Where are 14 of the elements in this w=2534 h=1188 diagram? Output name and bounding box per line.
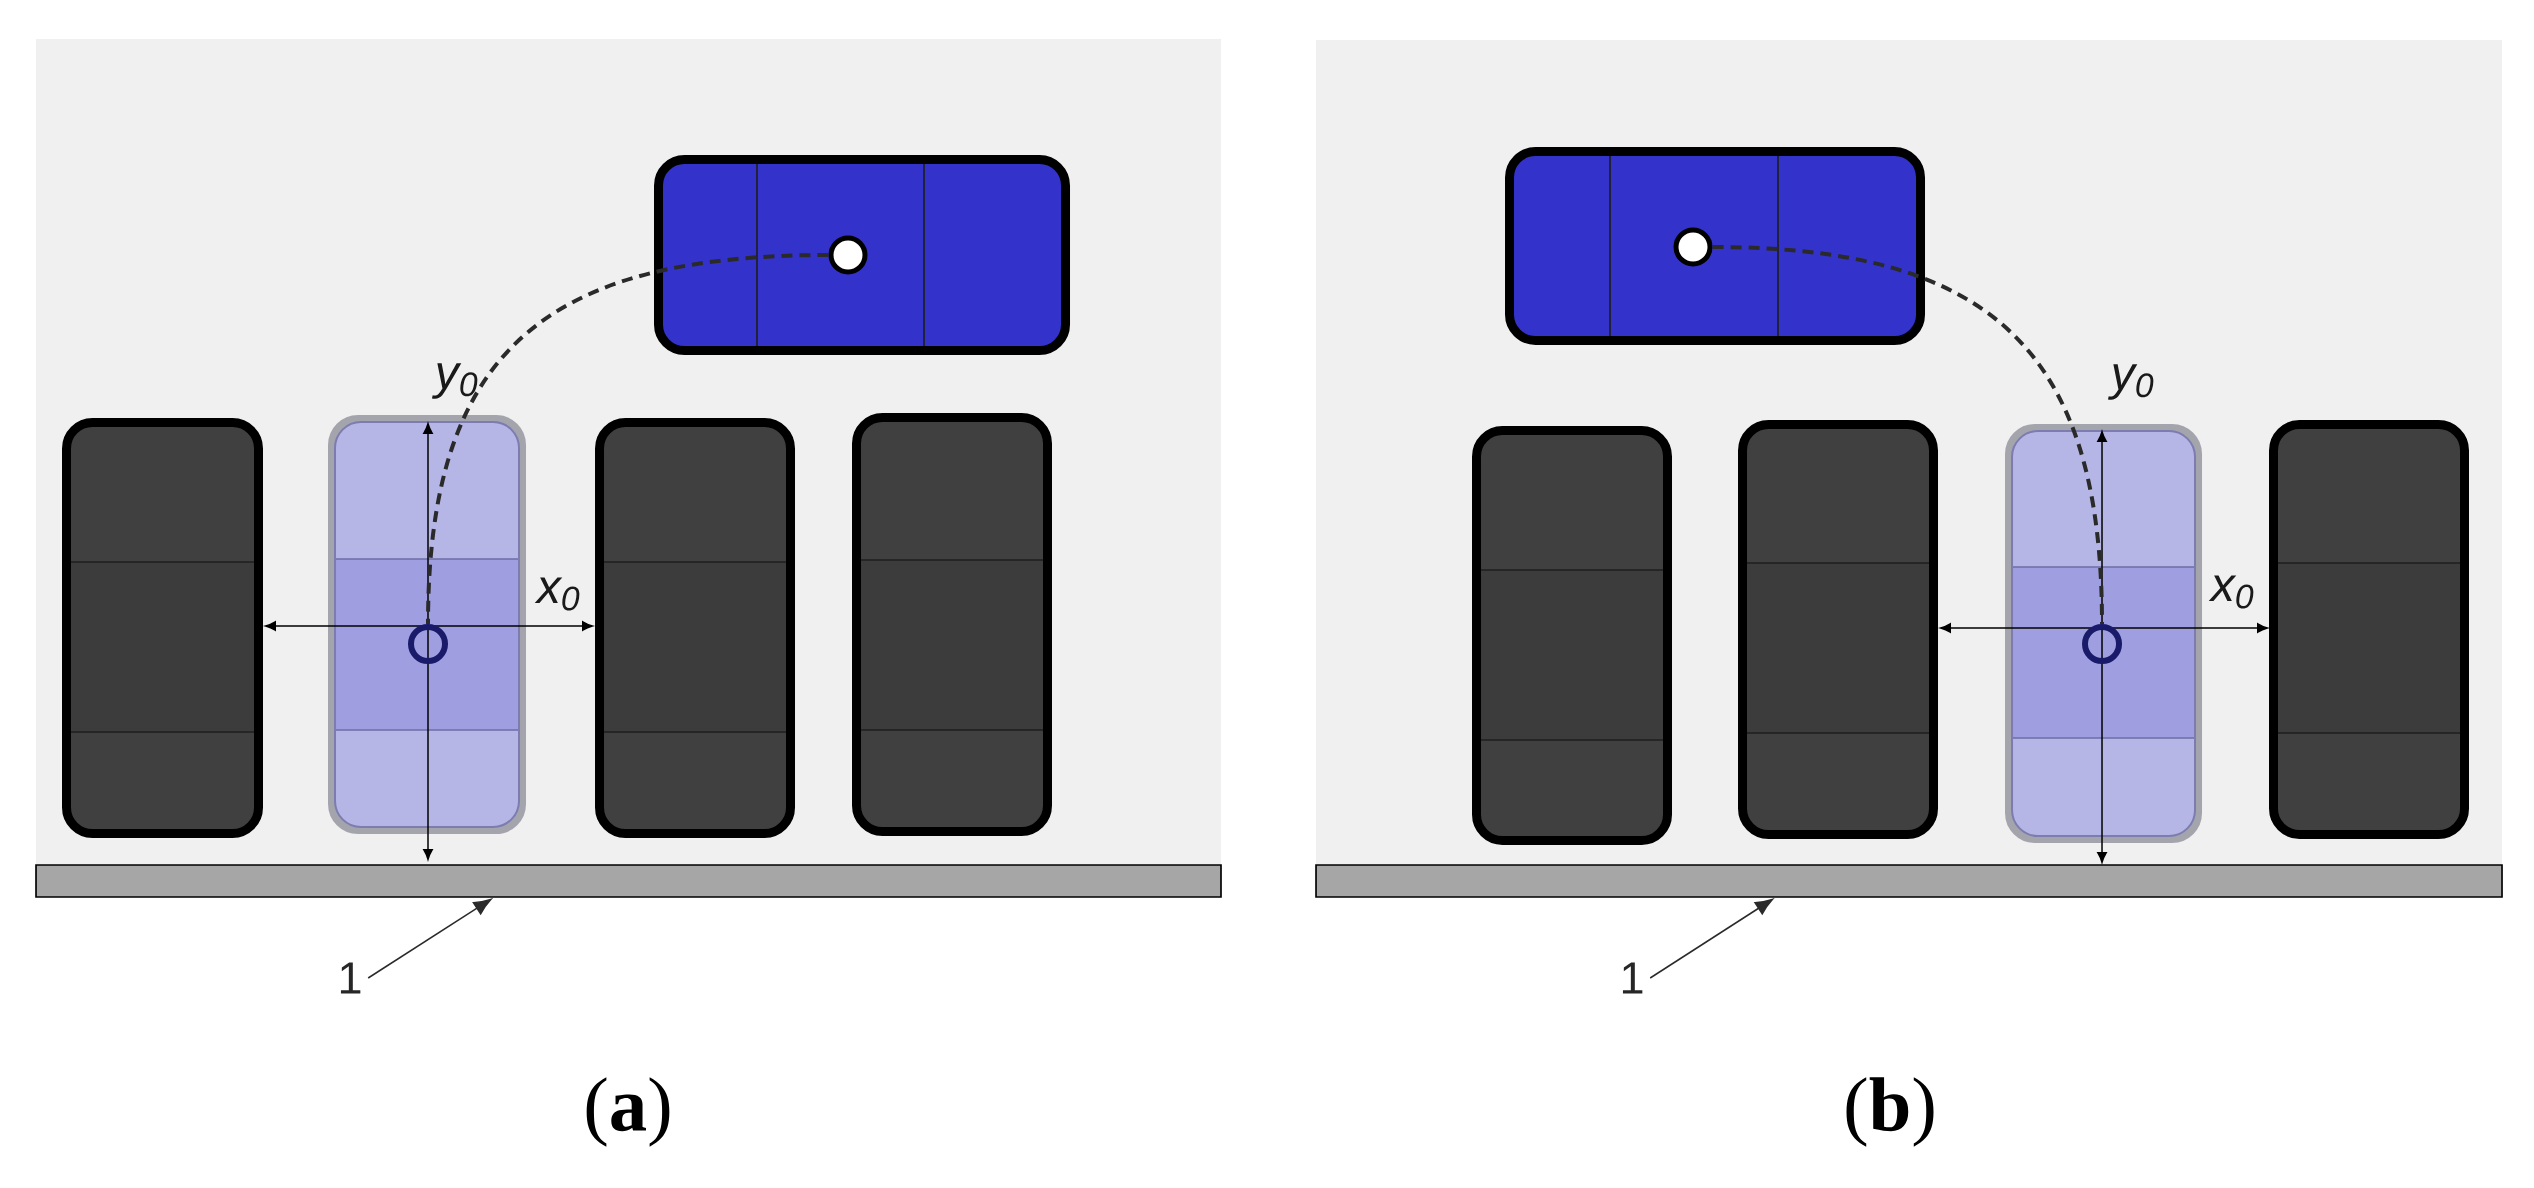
reference-dot (1673, 227, 1713, 267)
axis-label: y$_{0}$ (2108, 364, 2154, 400)
leader-line (1649, 898, 1774, 979)
callout-number: 1 (1622, 962, 1643, 994)
callout-number: 1 (340, 962, 361, 994)
curb (35, 864, 1222, 898)
dashed-curve (1712, 245, 2104, 625)
leader-line (367, 898, 492, 979)
reference-dot (828, 235, 868, 275)
curb (1315, 864, 2503, 898)
reference-ring (2082, 624, 2122, 664)
dashed-curve (426, 253, 829, 625)
reference-ring (408, 624, 448, 664)
axis-label: y$_{0}$ (431, 363, 478, 399)
